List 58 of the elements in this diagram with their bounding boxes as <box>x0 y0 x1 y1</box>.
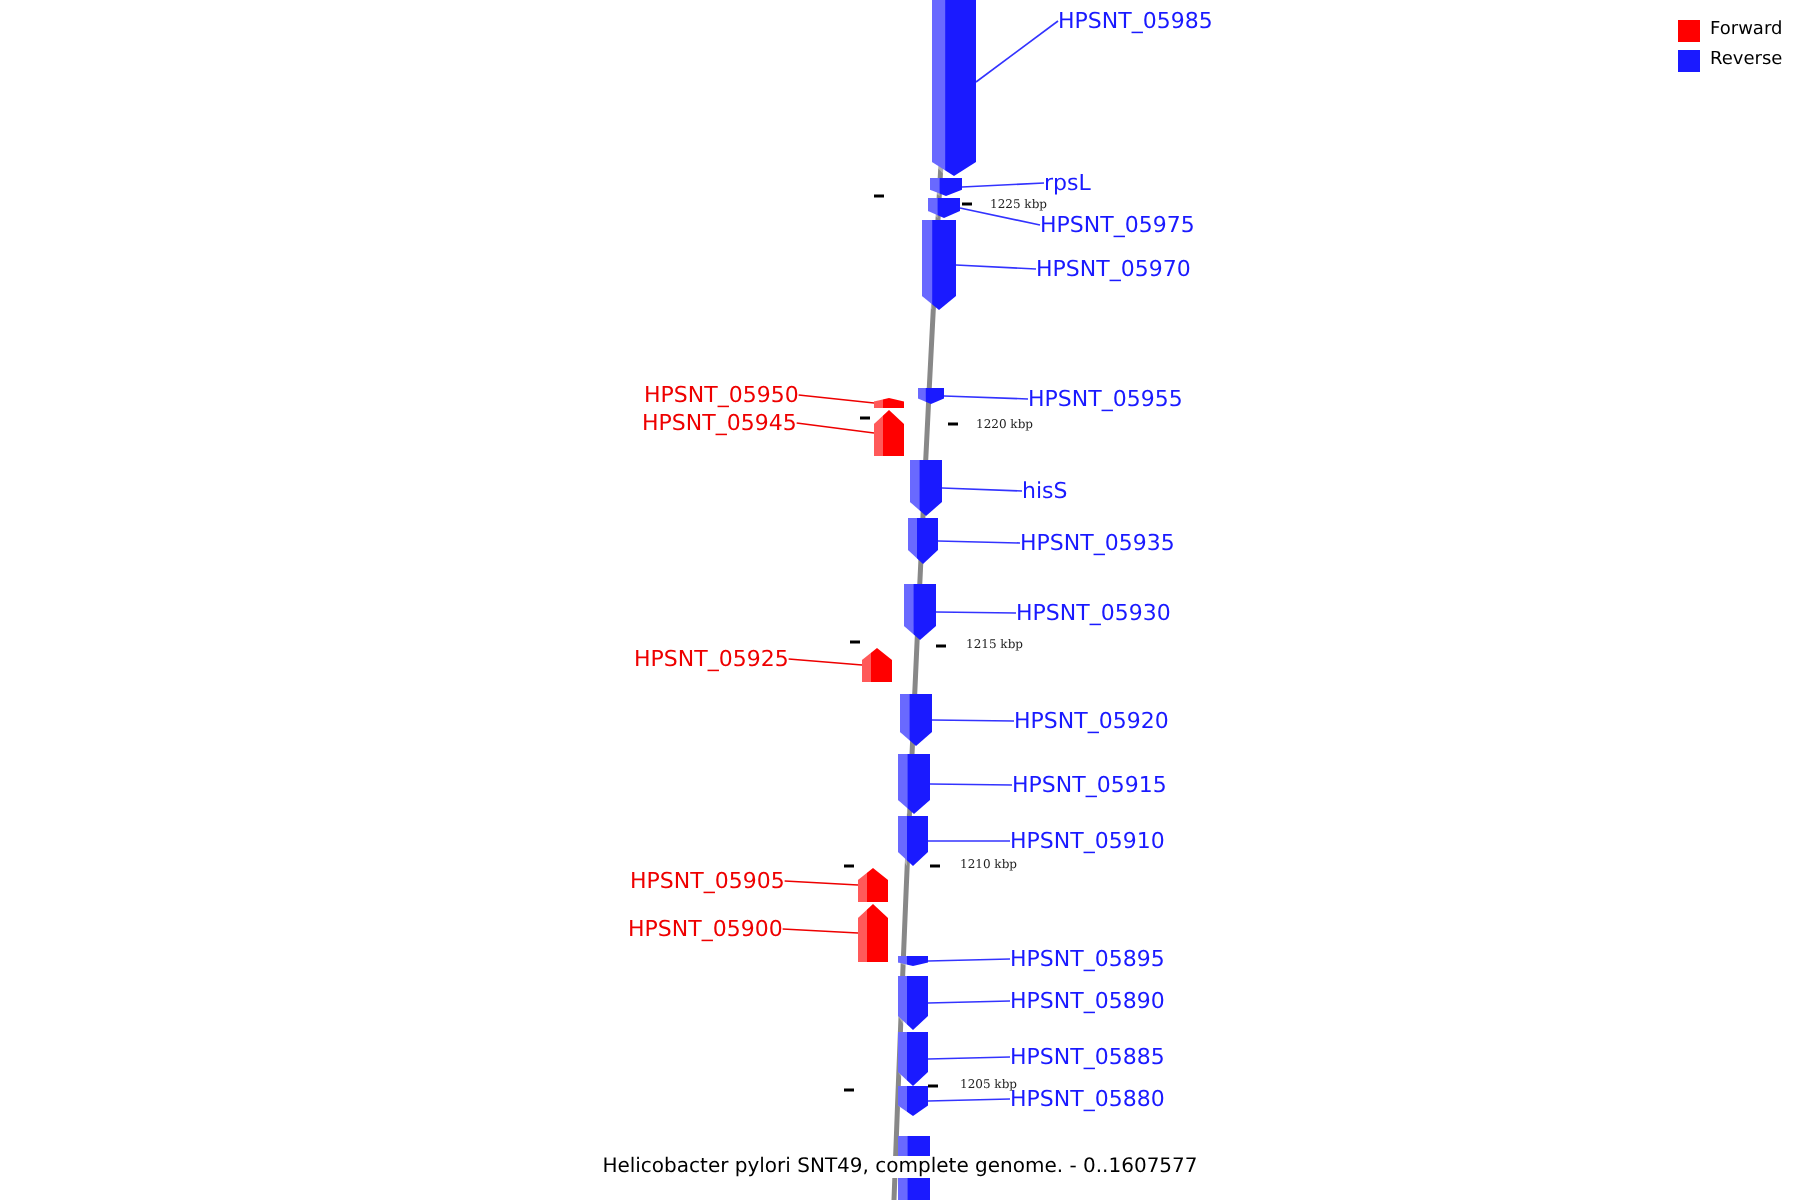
leader-line <box>975 20 1059 83</box>
gene-feature <box>898 816 928 866</box>
leader-line <box>787 658 863 666</box>
leader-line <box>795 422 875 434</box>
leader-line <box>955 264 1037 270</box>
gene-label: HPSNT_05895 <box>1010 946 1165 972</box>
leader-line <box>943 395 1029 400</box>
leader-line <box>961 182 1045 188</box>
leader-line <box>929 783 1013 786</box>
leader-line <box>959 207 1041 226</box>
gene-label: HPSNT_05950 <box>644 382 799 408</box>
gene-feature <box>900 694 932 746</box>
gene-label: rpsL <box>1044 170 1091 196</box>
leader-line <box>927 958 1011 962</box>
gene-label: HPSNT_05910 <box>1010 828 1165 854</box>
gene-feature <box>858 904 888 962</box>
leader-line <box>927 1000 1011 1004</box>
gene-label: HPSNT_05955 <box>1028 386 1183 412</box>
gene-label: HPSNT_05900 <box>628 916 783 942</box>
leader-line <box>797 394 875 404</box>
leader-line <box>783 880 859 886</box>
gene-label: HPSNT_05985 <box>1058 8 1213 34</box>
gene-feature <box>908 518 938 564</box>
gene-label: HPSNT_05925 <box>634 646 789 672</box>
gene-label: HPSNT_05905 <box>630 868 785 894</box>
gene-label: HPSNT_05915 <box>1012 772 1167 798</box>
leader-line <box>935 611 1017 614</box>
leader-line <box>927 1098 1011 1102</box>
gene-feature <box>898 976 928 1030</box>
gene-feature <box>862 648 892 682</box>
gene-feature <box>898 956 928 966</box>
leader-line <box>781 928 859 934</box>
gene-label: hisS <box>1022 478 1068 504</box>
gene-label: HPSNT_05945 <box>642 410 797 436</box>
gene-label: HPSNT_05970 <box>1036 256 1191 282</box>
leader-line <box>941 487 1023 492</box>
gene-feature <box>928 198 960 218</box>
gene-feature <box>930 178 962 196</box>
legend-label: Forward <box>1710 20 1783 42</box>
gene-label: HPSNT_05885 <box>1010 1044 1165 1070</box>
gene-label: HPSNT_05930 <box>1016 600 1171 626</box>
leader-line <box>927 840 1011 842</box>
gene-feature <box>858 868 888 902</box>
leader-line <box>931 719 1015 722</box>
gene-feature <box>910 460 942 516</box>
leader-line <box>927 1056 1011 1060</box>
gene-label: HPSNT_05935 <box>1020 530 1175 556</box>
gene-feature <box>898 1086 928 1116</box>
gene-feature <box>898 1032 928 1086</box>
gene-label: HPSNT_05890 <box>1010 988 1165 1014</box>
leader-line <box>937 540 1021 544</box>
gene-feature <box>874 398 904 408</box>
gene-feature <box>898 754 930 814</box>
gene-label: HPSNT_05975 <box>1040 212 1195 238</box>
legend-label: Reverse <box>1710 50 1783 72</box>
gene-label: HPSNT_05920 <box>1014 708 1169 734</box>
gene-feature <box>904 584 936 640</box>
gene-feature <box>918 388 944 404</box>
